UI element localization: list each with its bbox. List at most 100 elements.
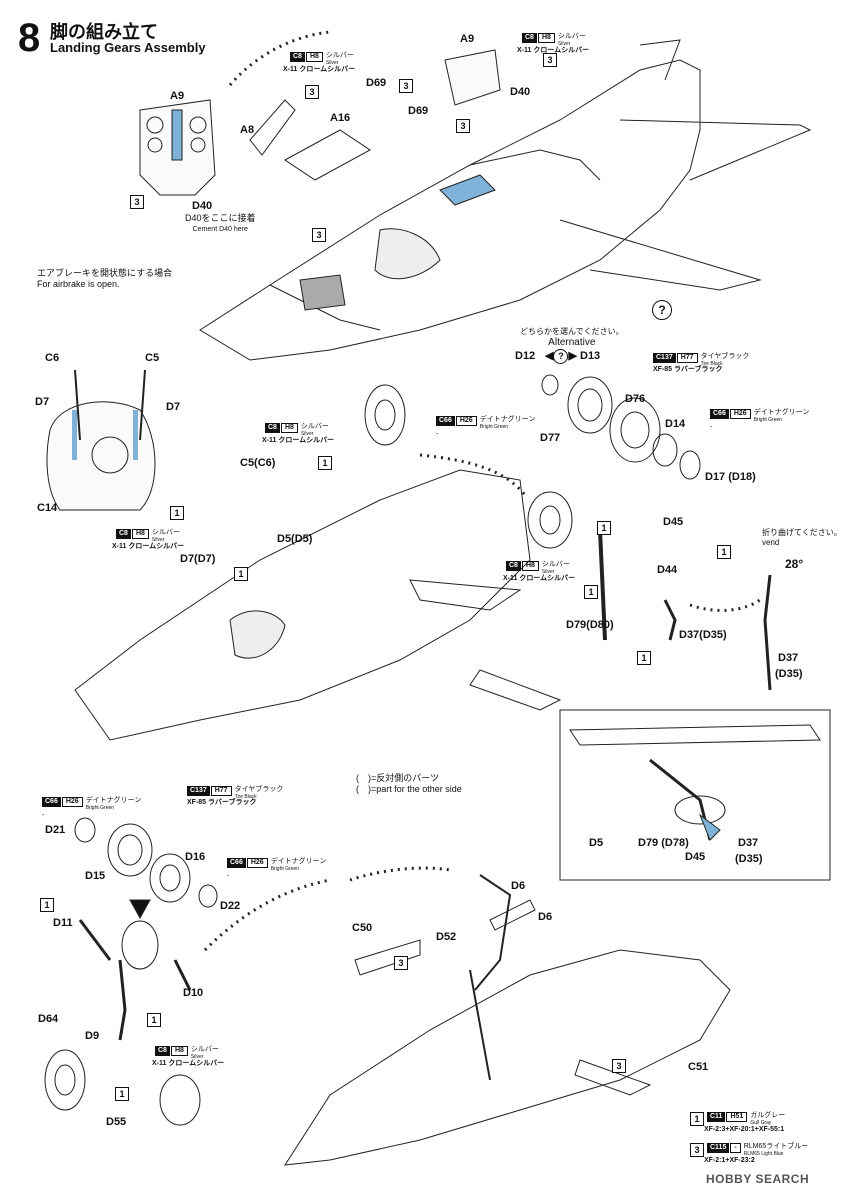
paint-code2: H8 [521, 561, 539, 571]
part-d79: D79(D80) [566, 619, 614, 631]
part-d9: D9 [85, 1030, 100, 1042]
part-c5: C5 [145, 352, 160, 364]
step-box-3: 3 [543, 53, 557, 67]
part-a9-top: A9 [460, 33, 475, 45]
paren-note: ( )=反対側のパーツ ( )=part for the other side [356, 773, 462, 795]
paint-code2: H26 [61, 797, 83, 807]
part-c5c6: C5(C6) [240, 457, 276, 469]
paint-en: RLM65 Light Blue [743, 1151, 784, 1157]
paint-jp: シルバー [151, 529, 180, 536]
part-d37-c1: D37 [738, 837, 759, 849]
part-c14: C14 [37, 502, 58, 514]
step-box-3: 3 [312, 228, 326, 242]
step-box-3: 3 [456, 119, 470, 133]
paint-code2: H26 [455, 416, 477, 426]
step-box-3: 3 [394, 956, 408, 970]
paint-code2: H26 [246, 858, 268, 868]
paint-jp: デイトナグリーン [270, 858, 327, 865]
part-d77: D77 [540, 432, 561, 444]
part-a16: A16 [330, 112, 351, 124]
paint-code2: H77 [210, 786, 232, 796]
paint-xf: XF-2:3+XF-20:1+XF-55:1 [704, 1126, 785, 1133]
alt-question: ? [553, 349, 569, 364]
paint-jp: RLM65ライトブルー [743, 1143, 809, 1150]
step-title-jp: 脚の組み立て [50, 22, 158, 42]
paren-note-jp: ( )=反対側のパーツ [356, 773, 440, 783]
part-d11: D11 [53, 917, 73, 929]
paint-xf: - [710, 424, 713, 431]
step-box-1: 1 [717, 545, 731, 559]
paint-jp: ガルグレー [750, 1112, 786, 1119]
part-c50: C50 [352, 922, 373, 934]
paint-xf: XF-85 ラバーブラック [653, 366, 723, 373]
part-d69-a: D69 [366, 77, 387, 89]
part-a8: A8 [240, 124, 255, 136]
part-d76: D76 [625, 393, 646, 405]
paint-code: C8 [265, 423, 280, 433]
part-d7-a: D7 [35, 396, 50, 408]
step-box-3: 3 [399, 79, 413, 93]
paint-xf: X-11 クロームシルバー [517, 47, 590, 54]
bend-note: 折り曲げてください。 vend [762, 528, 842, 548]
cement-note: D40をここに接着 Cement D40 here [185, 213, 256, 235]
paint-en: Gull Gray [750, 1120, 772, 1126]
paint-xf: - [436, 431, 439, 438]
airbrake-note-en: For airbrake is open. [37, 279, 120, 289]
part-d16: D16 [185, 851, 206, 863]
part-d6-b: D6 [538, 911, 553, 923]
airbrake-note: エアブレーキを開状態にする場合 For airbrake is open. [37, 268, 172, 290]
part-d37: D37(D35) [679, 629, 727, 641]
paint-xf: X-11 クロームシルバー [262, 437, 335, 444]
paint-en: Silver [325, 60, 339, 66]
bend-note-en: vend [762, 538, 780, 547]
paint-code: C137 [187, 786, 210, 796]
alternative-note-en: Alternative [548, 337, 596, 348]
paint-jp: シルバー [190, 1046, 219, 1053]
part-d6-a: D6 [511, 880, 526, 892]
part-d10: D10 [183, 987, 204, 999]
paint-code: C66 [42, 797, 61, 807]
cement-note-jp: D40をここに接着 [185, 213, 256, 223]
paint-en: Bright Green [270, 866, 300, 872]
paint-jp: デイトナグリーン [85, 797, 142, 804]
part-d12: D12 [515, 350, 536, 362]
paren-note-en: ( )=part for the other side [356, 784, 462, 794]
paint-code: C8 [155, 1046, 170, 1056]
paint-xf: XF-85 ラバーブラック [187, 799, 257, 806]
paint-xf: X-11 クロームシルバー [152, 1060, 225, 1067]
paint-code: C8 [522, 33, 537, 43]
paint-code: C8 [290, 52, 305, 62]
paint-xf: X-11 クロームシルバー [112, 543, 185, 550]
step-box-1: 1 [40, 898, 54, 912]
paint-xf: - [227, 873, 230, 880]
part-d45-b: D45 [685, 851, 706, 863]
part-d45: D45 [663, 516, 684, 528]
paint-xf: - [42, 812, 45, 819]
step-box-3: 3 [130, 195, 144, 209]
paint-en: Bright Green [753, 417, 783, 423]
part-d64: D64 [38, 1013, 59, 1025]
bend-note-jp: 折り曲げてください。 [762, 528, 842, 537]
part-d69-b: D69 [408, 105, 429, 117]
part-d13: D13 [580, 350, 601, 362]
paint-jp: タイヤブラック [700, 353, 750, 360]
part-d37-b2: (D35) [775, 668, 803, 680]
paint-code2: H8 [305, 52, 323, 62]
part-d5d5: D5(D5) [277, 533, 313, 545]
part-d37-c2: (D35) [735, 853, 763, 865]
part-c51: C51 [688, 1061, 709, 1073]
paint-en: Bright Green [479, 424, 509, 430]
part-d37-b1: D37 [778, 652, 799, 664]
paint-code2: H26 [729, 409, 751, 419]
alternative-note: どちらかを選んでください。 Alternative [520, 326, 624, 348]
alternative-symbol: ◀?▶ [545, 349, 577, 364]
part-d21: D21 [45, 824, 66, 836]
legend-step-3: 3 [690, 1143, 704, 1157]
step-box-1: 1 [170, 506, 184, 520]
